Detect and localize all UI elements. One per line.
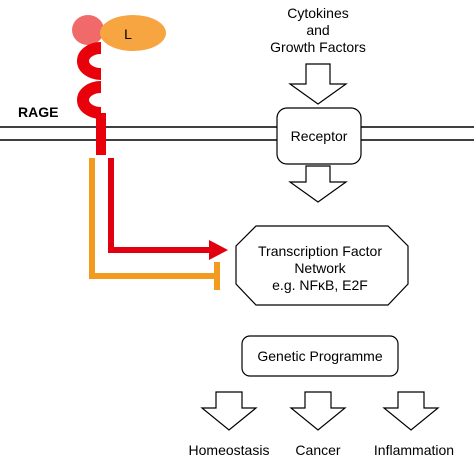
ligand-shape [100,15,166,51]
genetic-programme-label: Genetic Programme [257,348,382,364]
inflammation-arrow [382,391,440,431]
activation-arrowhead [209,240,228,260]
cytokines-down-arrow [288,63,348,105]
cell-membrane [0,126,474,141]
homeostasis-arrow [200,391,258,431]
cancer-arrow [289,391,347,431]
svg-text:and: and [306,22,329,38]
svg-text:Growth Factors: Growth Factors [270,39,366,55]
cytokines-label: Cytokines and Growth Factors [270,5,366,55]
receptor-down-arrow [288,165,348,203]
rage-v-domain [72,15,104,45]
homeostasis-label: Homeostasis [189,442,270,458]
receptor-box [276,107,362,165]
rage-c1-domain [77,42,102,80]
svg-text:Cytokines: Cytokines [287,5,348,21]
transcription-factor-network-box [235,225,409,306]
inhibition-path [89,158,220,290]
ligand-label: L [124,26,132,42]
tf-label-line1: Transcription Factor [258,243,382,259]
cancer-label: Cancer [295,442,340,458]
rage-label: RAGE [18,104,58,120]
tf-label-line2: Network [294,260,346,276]
activation-path [108,158,228,260]
rage-receptor: L RAGE [18,15,166,155]
genetic-programme-box [241,335,399,377]
rage-c2-domain [77,81,102,119]
inflammation-label: Inflammation [374,442,454,458]
tf-label-line3: e.g. NFκB, E2F [272,277,368,293]
receptor-label: Receptor [291,128,348,144]
